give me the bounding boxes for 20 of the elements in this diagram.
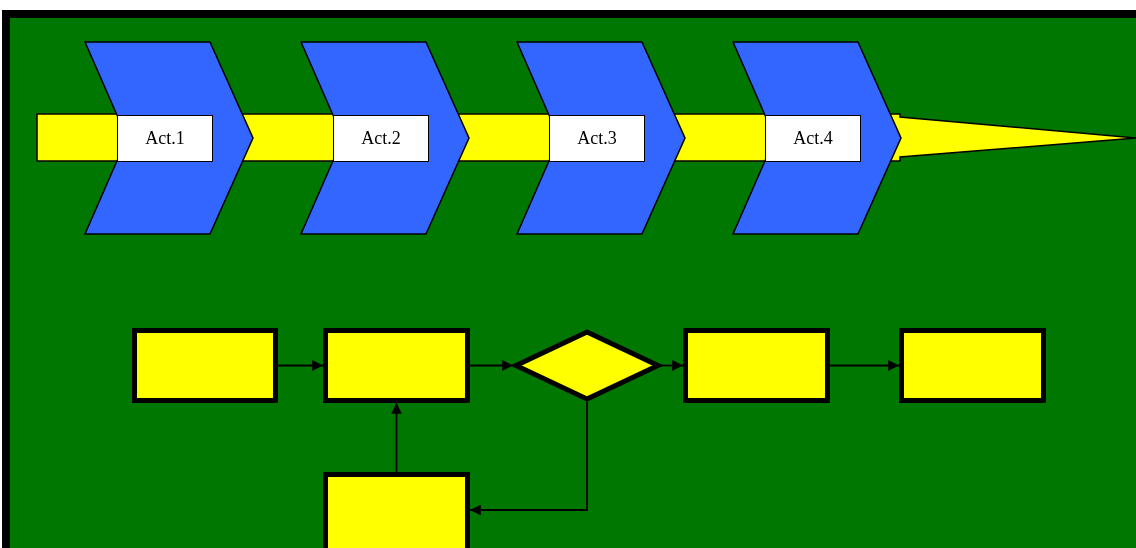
arrow xyxy=(469,360,514,371)
process-box xyxy=(683,328,830,403)
arrow xyxy=(391,402,402,473)
process-box xyxy=(323,472,470,548)
step-label: Act.3 xyxy=(549,114,645,162)
step-label: Act.4 xyxy=(765,114,861,162)
decision-diamond xyxy=(513,329,661,402)
process-box xyxy=(323,328,470,403)
chevron-step xyxy=(733,42,901,234)
process-box xyxy=(899,328,1046,403)
arrow xyxy=(277,360,324,371)
chevron-step xyxy=(85,42,253,234)
step-label: Act.2 xyxy=(333,114,429,162)
arrow xyxy=(829,360,900,371)
arrow xyxy=(660,360,684,371)
chevron-step xyxy=(517,42,685,234)
chevron-step xyxy=(301,42,469,234)
step-label: Act.1 xyxy=(117,114,213,162)
process-box xyxy=(132,328,278,403)
arrow xyxy=(469,401,588,516)
